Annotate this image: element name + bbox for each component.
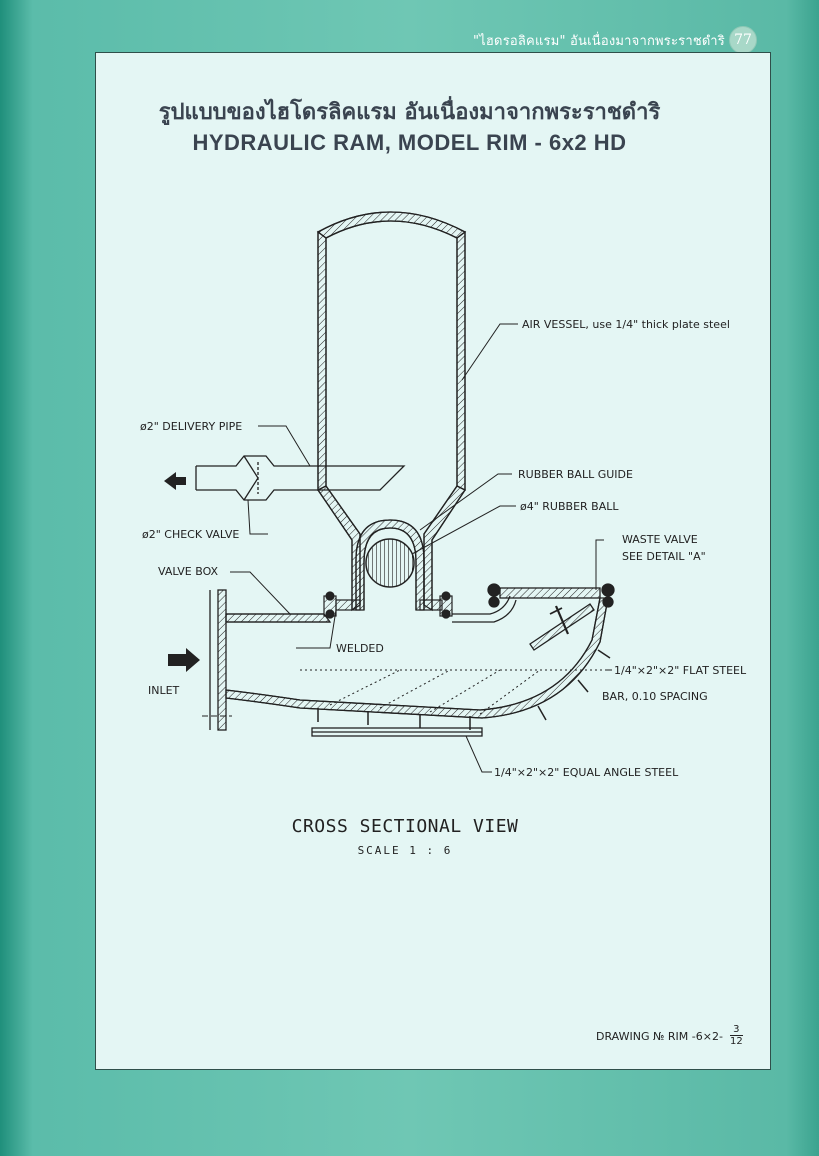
label-delivery-pipe: ø2" DELIVERY PIPE xyxy=(140,420,242,433)
label-inlet: INLET xyxy=(148,684,180,697)
label-flat-steel: 1/4"×2"×2" FLAT STEEL xyxy=(614,664,747,677)
view-scale: SCALE 1 : 6 xyxy=(357,844,453,857)
bar-spacing-guides xyxy=(300,669,610,715)
delivery-pipe xyxy=(195,455,406,501)
outlet-arrow xyxy=(164,472,186,490)
label-rubber-ball-guide: RUBBER BALL GUIDE xyxy=(518,468,633,481)
label-angle-steel: 1/4"×2"×2" EQUAL ANGLE STEEL xyxy=(494,766,679,779)
label-valve-box: VALVE BOX xyxy=(158,565,219,578)
drawing-number: DRAWING № RIM -6×2- xyxy=(596,1030,723,1043)
drawing-number-fraction: 3 12 xyxy=(730,1024,743,1047)
view-title: CROSS SECTIONAL VIEW xyxy=(291,816,519,837)
label-bar-spacing: BAR, 0.10 SPACING xyxy=(602,690,708,703)
flange-bolts xyxy=(323,591,453,619)
label-waste-valve-1: WASTE VALVE xyxy=(622,533,698,546)
valve-box xyxy=(209,589,609,731)
running-header: "ไฮดรอลิคแรม" อันเนื่องมาจากพระราชดำริ xyxy=(473,34,725,49)
title-english: HYDRAULIC RAM, MODEL RIM - 6x2 HD xyxy=(192,130,627,155)
label-welded: WELDED xyxy=(336,642,384,655)
title-thai: รูปแบบของไฮโดรลิคแรม อันเนื่องมาจากพระรา… xyxy=(158,100,661,125)
inlet-arrow xyxy=(168,648,200,672)
drawing-fraction-numerator: 3 xyxy=(730,1024,743,1036)
label-waste-valve-2: SEE DETAIL "A" xyxy=(622,550,706,563)
drawing-fraction-denominator: 12 xyxy=(730,1036,743,1047)
label-air-vessel: AIR VESSEL, use 1/4" thick plate steel xyxy=(522,318,730,331)
angle-steel xyxy=(311,727,483,737)
bar-supports xyxy=(317,649,611,730)
waste-valve xyxy=(487,583,615,651)
label-check-valve: ø2" CHECK VALVE xyxy=(142,528,239,541)
leader-lines xyxy=(230,323,612,773)
label-rubber-ball: ø4" RUBBER BALL xyxy=(520,500,619,513)
rubber-ball xyxy=(365,538,415,588)
